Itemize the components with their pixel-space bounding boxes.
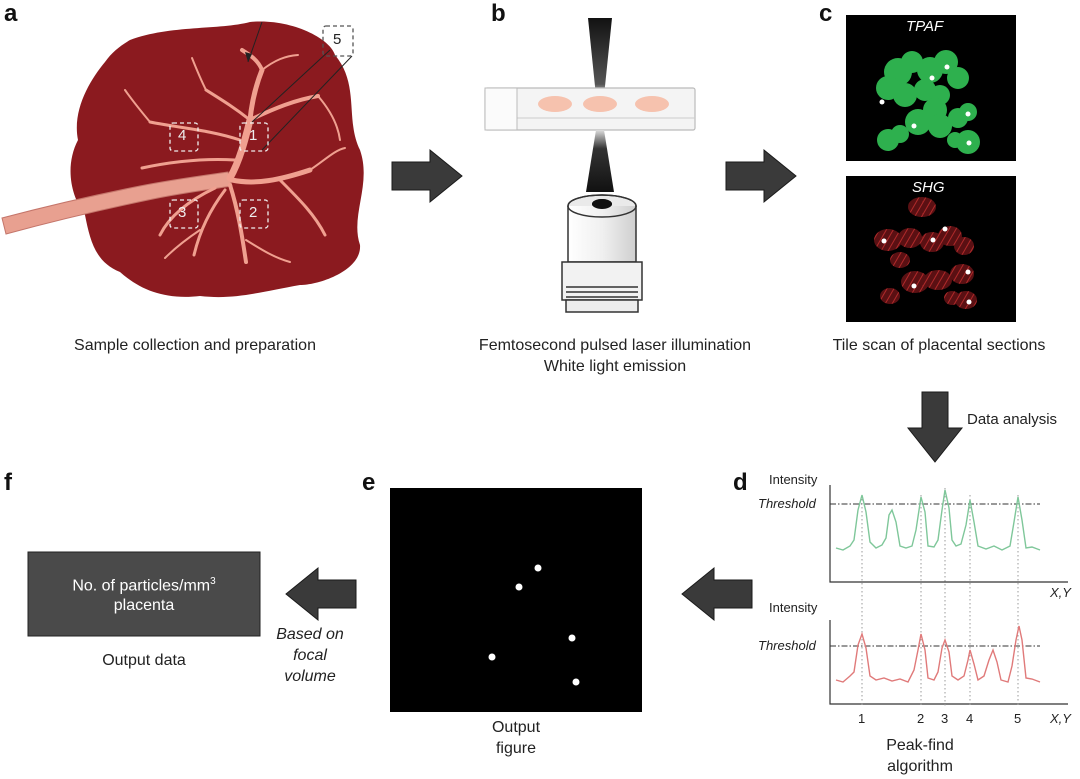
arrow-a-to-b — [391, 148, 463, 204]
peak-label-3: 3 — [941, 711, 949, 726]
arrow-b-to-c — [725, 148, 797, 204]
tpaf-clusters — [876, 50, 980, 154]
arrow-e-to-f — [285, 566, 357, 622]
region-label-5: 5 — [333, 31, 342, 48]
region-label-2: 2 — [249, 204, 258, 221]
caption-e-line1: Output — [491, 719, 541, 736]
panel-label-f: f — [4, 469, 12, 496]
region-label-1: 1 — [249, 127, 258, 144]
shg-title: SHG — [912, 179, 945, 196]
arrow-d-to-e — [681, 566, 753, 622]
caption-f: Output data — [102, 652, 186, 669]
caption-a: Sample collection and preparation — [74, 337, 316, 354]
intensity-label-top: Intensity — [769, 472, 818, 487]
laser-beam-top — [588, 18, 612, 96]
peak-label-2: 2 — [917, 711, 925, 726]
tile-scan-images — [846, 15, 1016, 322]
xy-label-top: X,Y — [1050, 585, 1071, 600]
output-box-line2: placenta — [113, 597, 175, 614]
arrow-c-to-d — [906, 391, 964, 463]
laser-setup — [484, 18, 696, 313]
output-box — [27, 551, 261, 637]
peak-label-1: 1 — [858, 711, 866, 726]
peak-plots — [829, 485, 1068, 706]
intensity-label-bottom: Intensity — [769, 600, 818, 615]
output-box-superscript: 3 — [210, 576, 216, 587]
caption-b-line2: White light emission — [543, 358, 687, 375]
region-label-3: 3 — [178, 204, 187, 221]
peak-label-5: 5 — [1014, 711, 1022, 726]
caption-e-line2: figure — [495, 740, 537, 757]
note-line2: focal — [293, 647, 327, 664]
output-box-line1: No. of particles/mm3 — [28, 571, 260, 596]
panel-label-b: b — [491, 0, 506, 27]
panel-label-c: c — [819, 0, 833, 27]
xy-label-bottom: X,Y — [1050, 711, 1071, 726]
vessel-network — [124, 48, 346, 264]
tpaf-title: TPAF — [906, 18, 944, 35]
tissue-sections — [538, 96, 669, 112]
output-image — [390, 488, 642, 712]
panel-label-d: d — [733, 469, 748, 496]
note-line1: Based on — [276, 626, 344, 643]
flow-arrows — [285, 148, 964, 622]
threshold-label-top: Threshold — [758, 496, 816, 511]
output-box-unit: No. of particles/mm — [72, 577, 211, 595]
region-label-4: 4 — [178, 127, 187, 144]
panel-label-a: a — [4, 0, 18, 27]
data-analysis-label: Data analysis — [967, 411, 1058, 428]
shg-trace — [835, 625, 1041, 683]
caption-c: Tile scan of placental sections — [832, 337, 1046, 354]
peak-label-4: 4 — [966, 711, 974, 726]
note-line3: volume — [284, 668, 336, 685]
objective-rings — [566, 286, 638, 298]
laser-beam-bottom — [586, 130, 614, 192]
caption-b-line1: Femtosecond pulsed laser illumination — [478, 337, 752, 354]
tpaf-trace — [835, 489, 1041, 551]
sampling-regions — [169, 25, 354, 229]
caption-d-line2: algorithm — [887, 758, 953, 775]
threshold-label-bottom: Threshold — [758, 638, 816, 653]
placenta-illustration — [1, 21, 364, 298]
panel-label-e: e — [362, 469, 376, 496]
caption-d-line1: Peak-find — [886, 737, 954, 754]
